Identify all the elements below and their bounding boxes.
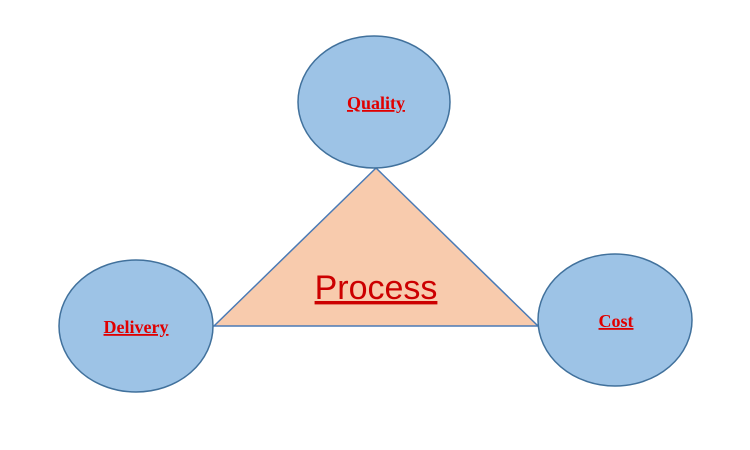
- delivery-label: Delivery: [104, 317, 169, 337]
- cost-label: Cost: [599, 311, 634, 331]
- quality-node: Quality: [297, 35, 451, 169]
- process-label: Process: [315, 269, 438, 307]
- process-triangle: [212, 166, 540, 327]
- quality-label: Quality: [347, 93, 405, 113]
- cost-node: Cost: [537, 253, 693, 387]
- delivery-node: Delivery: [58, 259, 214, 393]
- delivery-circle: [58, 259, 214, 393]
- cost-circle: [537, 253, 693, 387]
- quality-circle: [297, 35, 451, 169]
